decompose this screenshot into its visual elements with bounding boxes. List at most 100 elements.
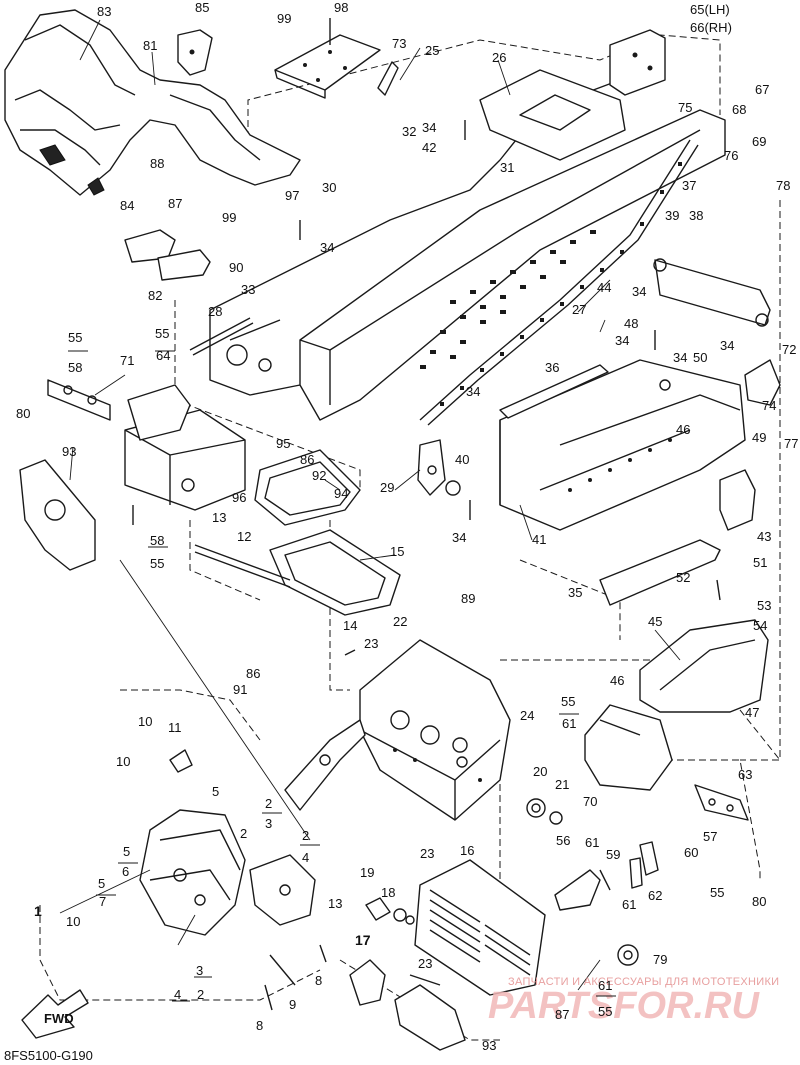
callout-c93b: 93	[482, 1038, 496, 1053]
bar-part-12[interactable]	[194, 544, 291, 588]
callout-c80a: 80	[16, 406, 30, 421]
bearing-part-21[interactable]	[549, 811, 563, 825]
callout-c97: 97	[285, 188, 299, 203]
callout-c40: 40	[455, 452, 469, 467]
bracket-part-57[interactable]	[694, 784, 749, 821]
rear-bumper-part-37[interactable]	[653, 258, 771, 327]
cover-part-45[interactable]	[639, 619, 769, 713]
callout-c3a: 3	[265, 816, 272, 831]
watermark: ЗАПЧАСТИ И АКСЕССУАРЫ ДЛЯ МОТОТЕХНИКИ PA…	[488, 976, 779, 1027]
callout-c69: 69	[752, 134, 766, 149]
callout-c55c: 55	[150, 556, 164, 571]
callout-c99b: 99	[222, 210, 236, 225]
callout-c67: 67	[755, 82, 769, 97]
tank-part-71[interactable]	[124, 384, 246, 511]
pulley-part-79[interactable]	[617, 944, 639, 966]
leader-lines	[59, 19, 681, 991]
callout-c86a: 86	[300, 452, 314, 467]
plate-part-98[interactable]	[274, 18, 381, 99]
rail-part-27[interactable]	[419, 139, 699, 426]
callout-c34g: 34	[466, 384, 480, 399]
pad-part-82[interactable]	[157, 249, 211, 281]
watermark-logo: PARTSFOR.RU	[488, 985, 760, 1027]
callout-c2c: 2	[302, 828, 309, 843]
callout-c88: 88	[150, 156, 164, 171]
callout-c24: 24	[520, 708, 534, 723]
callout-c52: 52	[676, 570, 690, 585]
callout-c8a: 8	[315, 973, 322, 988]
callout-c35: 35	[568, 585, 582, 600]
rail-part-36[interactable]	[499, 364, 609, 419]
bracket-part-43[interactable]	[719, 469, 756, 531]
callout-c46a: 46	[676, 422, 690, 437]
bushing-part-19[interactable]	[365, 897, 391, 921]
callout-c98: 98	[334, 0, 348, 15]
callout-c43: 43	[757, 529, 771, 544]
callout-c56: 56	[556, 833, 570, 848]
callout-c60: 60	[684, 845, 698, 860]
callout-c28: 28	[208, 304, 222, 319]
callout-c61c: 61	[622, 897, 636, 912]
tray-part-94[interactable]	[254, 449, 361, 526]
rod-part-28[interactable]	[189, 317, 254, 356]
plate-part-59[interactable]	[554, 869, 601, 911]
callout-c4b: 4	[174, 987, 181, 1002]
callout-c23c: 23	[418, 956, 432, 971]
callout-c49: 49	[752, 430, 766, 445]
callout-c34d: 34	[615, 333, 629, 348]
tunnel-assembly-part-25[interactable]	[209, 79, 726, 421]
front-frame-part-1[interactable]	[139, 749, 316, 936]
forward-arrow-icon: FWD	[21, 989, 89, 1039]
callout-c53: 53	[757, 598, 771, 613]
callout-c34h: 34	[452, 530, 466, 545]
callout-c55e: 55	[710, 885, 724, 900]
callout-c5b: 5	[123, 844, 130, 859]
bracket-part-85[interactable]	[177, 29, 213, 76]
callout-c8b: 8	[256, 1018, 263, 1033]
callout-c34e: 34	[673, 350, 687, 365]
bushing-part-18[interactable]	[393, 908, 415, 925]
rail-part-35[interactable]	[599, 539, 721, 606]
bracket-part-65-66[interactable]	[609, 29, 666, 96]
frame-part-15[interactable]	[269, 529, 401, 616]
callout-c34f: 34	[720, 338, 734, 353]
callout-c29: 29	[380, 480, 394, 495]
bracket-part-72[interactable]	[744, 359, 781, 406]
front-arm-part-91[interactable]	[284, 719, 366, 811]
callout-c46b: 46	[610, 673, 624, 688]
bearing-part-20[interactable]	[526, 798, 546, 818]
callout-c34b: 34	[320, 240, 334, 255]
callout-c13a: 13	[212, 510, 226, 525]
pad-part-84[interactable]	[124, 229, 176, 263]
guard-part-70[interactable]	[584, 704, 673, 791]
callout-c15: 15	[390, 544, 404, 559]
housing-part-17[interactable]	[349, 959, 466, 1051]
plate-part-29[interactable]	[417, 439, 446, 496]
callout-c94: 94	[334, 486, 348, 501]
callout-c76: 76	[724, 148, 738, 163]
heat-exchanger-part-16[interactable]	[414, 859, 546, 996]
bracket-part-58[interactable]	[47, 379, 111, 421]
chassis-center-part-22[interactable]	[359, 639, 511, 821]
callout-c50: 50	[693, 350, 707, 365]
callout-c51: 51	[753, 555, 767, 570]
callout-c39: 39	[665, 208, 679, 223]
callout-c65: 65(LH)	[690, 2, 730, 17]
rear-frame-part-41[interactable]	[499, 359, 746, 531]
front-cowl-part-83[interactable]	[4, 9, 301, 196]
callout-c2b: 2	[240, 826, 247, 841]
guard-part-93-left[interactable]	[19, 459, 96, 571]
callout-c27: 27	[572, 302, 586, 317]
callout-c34c: 34	[632, 284, 646, 299]
link-part-60[interactable]	[639, 841, 659, 876]
clip-part-73[interactable]	[377, 61, 399, 96]
callout-c30: 30	[322, 180, 336, 195]
watermark-tagline: ЗАПЧАСТИ И АКСЕССУАРЫ ДЛЯ МОТОТЕХНИКИ	[508, 976, 779, 988]
link-part-62[interactable]	[629, 857, 643, 889]
callout-c91: 91	[233, 682, 247, 697]
washer-part-40[interactable]	[445, 480, 461, 496]
callout-c10b: 10	[116, 754, 130, 769]
panel-part-26[interactable]	[479, 69, 626, 161]
callout-c87b: 87	[555, 1007, 569, 1022]
callout-c10a: 10	[138, 714, 152, 729]
